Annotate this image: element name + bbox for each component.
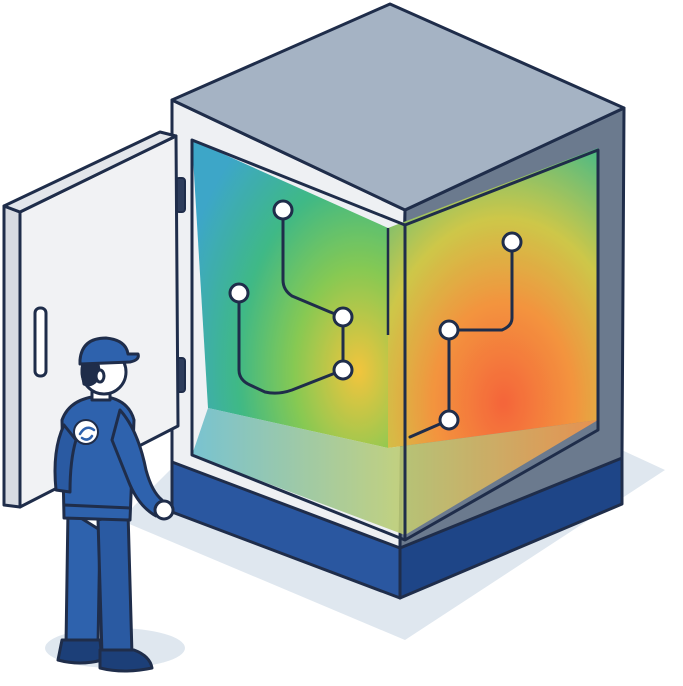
technician-right-leg <box>96 510 134 657</box>
technician-hand <box>153 499 175 521</box>
circuit-node-icon <box>501 231 523 253</box>
circuit-nodes <box>228 199 523 431</box>
circuit-node-icon <box>332 359 354 381</box>
circuit-path-left-b <box>237 291 345 395</box>
technician-ear <box>94 368 106 384</box>
circuit-node-icon <box>332 306 354 328</box>
technician-left-shoe <box>56 638 104 665</box>
technician-left-arm <box>53 423 78 494</box>
door-edge <box>2 204 22 509</box>
cabinet-top <box>170 2 626 212</box>
company-logo-mark <box>78 426 96 441</box>
circuit-path-left-a <box>281 208 345 319</box>
cabinet-interior-floor <box>192 408 598 535</box>
cabinet-interior-right <box>388 148 598 448</box>
door-handle-icon <box>33 306 48 378</box>
technician-belt <box>62 503 132 510</box>
technician-right-shoe <box>98 648 154 673</box>
circuit-node-icon <box>438 409 460 431</box>
cabinet-door-icon <box>2 130 180 509</box>
technician-icon <box>53 336 175 673</box>
circuit-node-icon <box>438 319 460 341</box>
technician-right-arm <box>110 408 164 518</box>
door-top-edge <box>2 130 178 214</box>
circuit-path-right-a <box>447 240 514 332</box>
cabinet-interior-haze <box>192 140 598 535</box>
circuit-node-icon <box>228 282 250 304</box>
technician-left-leg <box>64 508 102 647</box>
circuit-node-icon <box>272 199 294 221</box>
technician-cap <box>78 336 140 366</box>
